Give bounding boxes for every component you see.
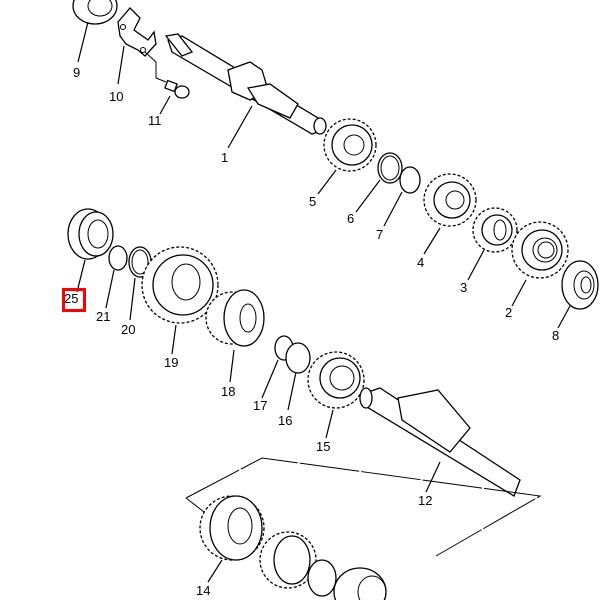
gear-18-icon xyxy=(205,289,265,347)
circlip-21-icon xyxy=(108,245,128,271)
label-part-10[interactable]: 10 xyxy=(109,89,124,104)
gear-5-icon xyxy=(323,118,377,172)
label-part-20[interactable]: 20 xyxy=(121,322,136,337)
bearing-9-icon xyxy=(72,0,118,25)
label-part-11[interactable]: 11 xyxy=(148,113,162,128)
main-shaft-1-icon xyxy=(164,33,327,135)
label-part-16[interactable]: 16 xyxy=(278,413,293,428)
label-part-6[interactable]: 6 xyxy=(347,211,355,226)
label-part-4[interactable]: 4 xyxy=(417,255,425,270)
label-part-2[interactable]: 2 xyxy=(505,305,513,320)
gear-2-icon xyxy=(511,221,569,279)
bearing-bottom-icon xyxy=(333,567,387,600)
label-part-1[interactable]: 1 xyxy=(221,150,229,165)
gear-14-icon xyxy=(199,495,265,561)
gear-19-icon xyxy=(141,246,219,324)
label-part-17[interactable]: 17 xyxy=(253,398,268,413)
label-part-14[interactable]: 14 xyxy=(196,583,211,598)
retainer-plate-10-icon xyxy=(117,7,157,57)
label-part-9[interactable]: 9 xyxy=(73,65,81,80)
label-part-21[interactable]: 21 xyxy=(96,309,111,324)
screw-11-icon xyxy=(164,79,190,99)
washer-6-icon xyxy=(377,152,403,184)
gear-4-icon xyxy=(423,173,477,227)
gear-3-icon xyxy=(472,207,518,253)
label-part-25[interactable]: 25 xyxy=(64,291,79,306)
washer-bottom-icon xyxy=(307,559,337,597)
drive-shaft-12-icon xyxy=(359,387,521,497)
label-part-5[interactable]: 5 xyxy=(309,194,317,209)
circlip-7-icon xyxy=(399,166,421,194)
bearing-8-icon xyxy=(561,260,599,310)
label-part-12[interactable]: 12 xyxy=(418,493,433,508)
label-part-3[interactable]: 3 xyxy=(460,280,468,295)
label-part-7[interactable]: 7 xyxy=(376,227,384,242)
gear-13-icon xyxy=(259,531,317,589)
highlight-box-part-25 xyxy=(62,288,86,312)
label-part-19[interactable]: 19 xyxy=(164,355,179,370)
gear-15-icon xyxy=(307,351,365,409)
bearing-25-icon xyxy=(67,208,114,260)
washer-16-icon xyxy=(285,342,311,374)
label-part-15[interactable]: 15 xyxy=(316,439,331,454)
label-part-18[interactable]: 18 xyxy=(221,384,236,399)
label-part-8[interactable]: 8 xyxy=(552,328,560,343)
